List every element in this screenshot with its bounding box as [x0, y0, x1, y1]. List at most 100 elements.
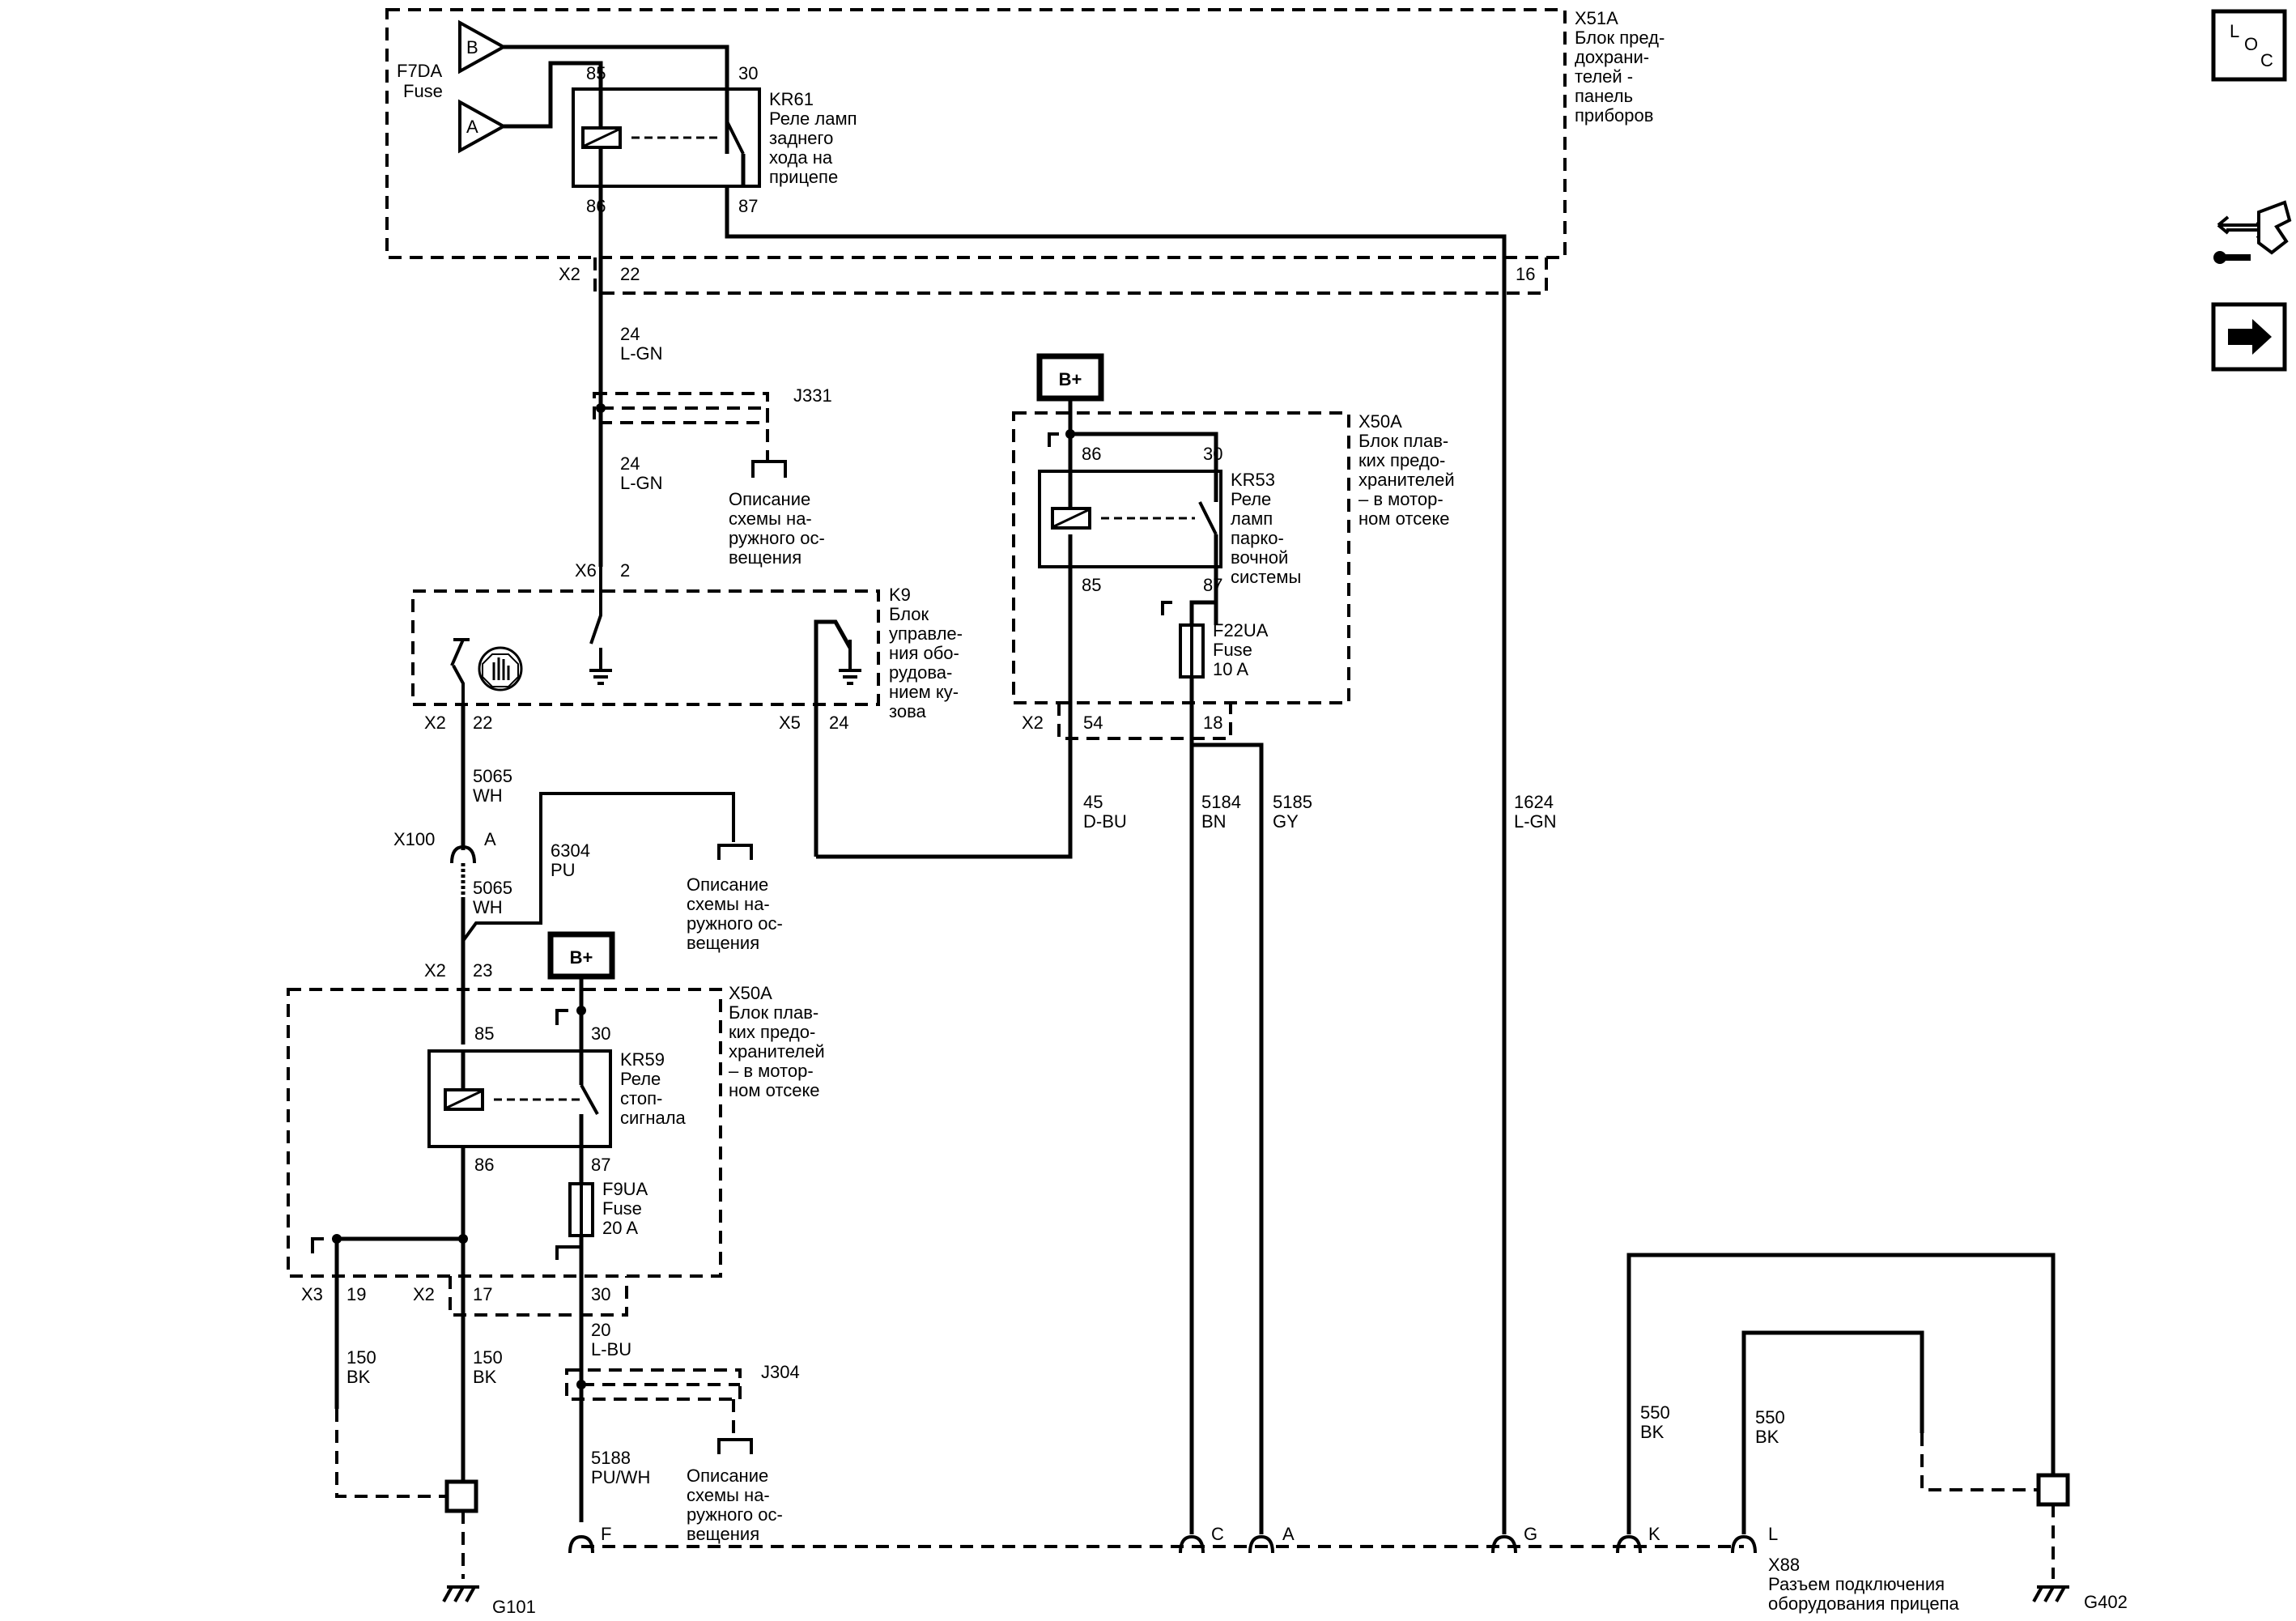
kr61-pin87: 87	[738, 196, 758, 216]
kr59-desc-1: Реле	[620, 1069, 661, 1089]
x2-mid-pin18: 18	[1203, 713, 1222, 733]
w150a-num: 150	[347, 1347, 376, 1368]
x51a-desc-4: панель	[1575, 86, 1633, 106]
k9-x2: X2	[424, 713, 446, 733]
x50a-bottom-desc-1: Блок плав-	[729, 1002, 818, 1023]
loc-o: O	[2244, 34, 2258, 54]
w5184-num: 5184	[1201, 792, 1241, 812]
x51a-fuse-block: X51A Блок пред- дохрани- телей - панель …	[385, 8, 1665, 295]
x2-mid-label: X2	[1022, 713, 1044, 733]
w45-num: 45	[1083, 792, 1103, 812]
x2-top-label: X2	[559, 264, 580, 284]
kr53-desc-4: вочной	[1231, 547, 1288, 568]
x2-top-pin16: 16	[1516, 264, 1535, 284]
w1624-color: L-GN	[1514, 811, 1557, 832]
kr61-desc-2: заднего	[769, 128, 833, 148]
g402-label: G402	[2084, 1592, 2128, 1612]
next-page-arrow-icon[interactable]	[2211, 302, 2287, 372]
loc-button[interactable]: L O C	[2211, 9, 2287, 82]
kr53-pin85: 85	[1082, 575, 1101, 595]
w150b-num: 150	[473, 1347, 503, 1368]
x3-label: X3	[301, 1284, 323, 1304]
kr59-pin30: 30	[591, 1023, 610, 1044]
w550b-num: 550	[1755, 1407, 1785, 1427]
kr61-pin30: 30	[738, 63, 758, 83]
w5065a-color: WH	[473, 785, 503, 806]
ext2-arrow	[717, 844, 753, 860]
f22ua-fuse: F22UA Fuse 10 A	[1161, 567, 1269, 1534]
x2-k-label: X2	[424, 960, 446, 981]
f7da-pin-a: A	[466, 117, 478, 137]
kr59-desc-3: сигнала	[620, 1108, 687, 1128]
x50a-top-desc-1: Блок плав-	[1358, 431, 1448, 451]
w24b-num: 24	[620, 453, 640, 474]
wire-550-bk-inner	[1741, 1330, 1924, 1534]
x50a-top-desc-3: хранителей	[1358, 470, 1455, 490]
kr61-relay: 85 30 86 87 KR61 Реле ламп заднего хода …	[572, 63, 857, 216]
f9ua-label: F9UA	[602, 1179, 648, 1199]
connector-wrench-icon[interactable]	[2213, 200, 2292, 264]
wire-6304-pu	[461, 792, 735, 942]
x100-pin: A	[484, 829, 496, 849]
w5065b-color: WH	[473, 897, 503, 917]
x50a-top-desc-5: ном отсеке	[1358, 508, 1450, 529]
wire-1624-l-gn	[725, 186, 1507, 1534]
x50a-top-block: X50A Блок плав- ких предо- хранителей – …	[1012, 411, 1455, 740]
w20-color: L-BU	[591, 1339, 631, 1359]
kr53-desc-1: Реле	[1231, 489, 1271, 509]
kr53-desc-3: парко-	[1231, 528, 1284, 548]
w5065a-num: 5065	[473, 766, 512, 786]
ext1-line2: схемы на-	[729, 508, 812, 529]
x100-connector: X100 A	[393, 829, 496, 899]
x88-pin-k-label: K	[1648, 1524, 1660, 1544]
kr53-pin87: 87	[1203, 575, 1222, 595]
kr53-relay: 86 30 85 87 KR53 Реле ламп парко- вочной…	[1038, 444, 1301, 595]
x2-bot-pin17: 17	[473, 1284, 492, 1304]
kr61-desc-4: прицепе	[769, 167, 838, 187]
k9-desc-5: нием ку-	[889, 682, 959, 702]
kr59-label: KR59	[620, 1049, 665, 1070]
f7da-pin-b: B	[466, 37, 478, 57]
kr61-pin86: 86	[586, 196, 606, 216]
f22ua-rating: 10 A	[1213, 659, 1248, 679]
bplus-top-label: B+	[1059, 369, 1082, 389]
k9-desc-1: Блок	[889, 604, 929, 624]
ext1-line1: Описание	[729, 489, 810, 509]
w150b-color: BK	[473, 1367, 497, 1387]
ext3-line3: ружного ос-	[687, 1504, 783, 1525]
bplus-top: B+	[1036, 353, 1104, 434]
x100-label: X100	[393, 829, 435, 849]
x51a-desc-3: телей -	[1575, 66, 1633, 87]
f22ua-fuse-text: Fuse	[1213, 640, 1252, 660]
x88-desc-2: оборудования прицепа	[1768, 1593, 1959, 1614]
x2-k-pin: 23	[473, 960, 492, 981]
ext2-line4: вещения	[687, 933, 759, 953]
w20-num: 20	[591, 1320, 610, 1340]
loc-c: C	[2260, 50, 2273, 70]
bplus-bottom: B+	[547, 931, 615, 1049]
k9-module: X6 2 K9 Блок управле- ния обо- рудова- н…	[411, 560, 963, 857]
ext1-line3: ружного ос-	[729, 528, 825, 548]
w5184-color: BN	[1201, 811, 1227, 832]
w550a-color: BK	[1640, 1422, 1665, 1442]
x50a-bottom-desc-3: хранителей	[729, 1041, 825, 1062]
f7da-label: F7DA	[397, 61, 443, 81]
k9-pin2: 2	[620, 560, 630, 581]
loc-l: L	[2230, 21, 2239, 41]
kr61-desc-3: хода на	[769, 147, 833, 168]
ext2-line1: Описание	[687, 874, 768, 895]
x2-bot-pin30: 30	[591, 1284, 610, 1304]
ext3-line4: вещения	[687, 1524, 759, 1544]
ext3-line1: Описание	[687, 1466, 768, 1486]
kr59-relay: 85 30 86 87 KR59 Реле стоп- сигнала	[427, 1023, 687, 1175]
x2-top-pin22: 22	[620, 264, 640, 284]
x51a-desc-1: Блок пред-	[1575, 28, 1665, 48]
x50a-top-label: X50A	[1358, 411, 1402, 432]
w5065b-num: 5065	[473, 878, 512, 898]
x51a-desc-2: дохрани-	[1575, 47, 1649, 67]
bplus-bottom-label: B+	[570, 947, 593, 968]
w5185-num: 5185	[1273, 792, 1312, 812]
k9-pin22: 22	[473, 713, 492, 733]
kr59-pin86: 86	[474, 1155, 494, 1175]
